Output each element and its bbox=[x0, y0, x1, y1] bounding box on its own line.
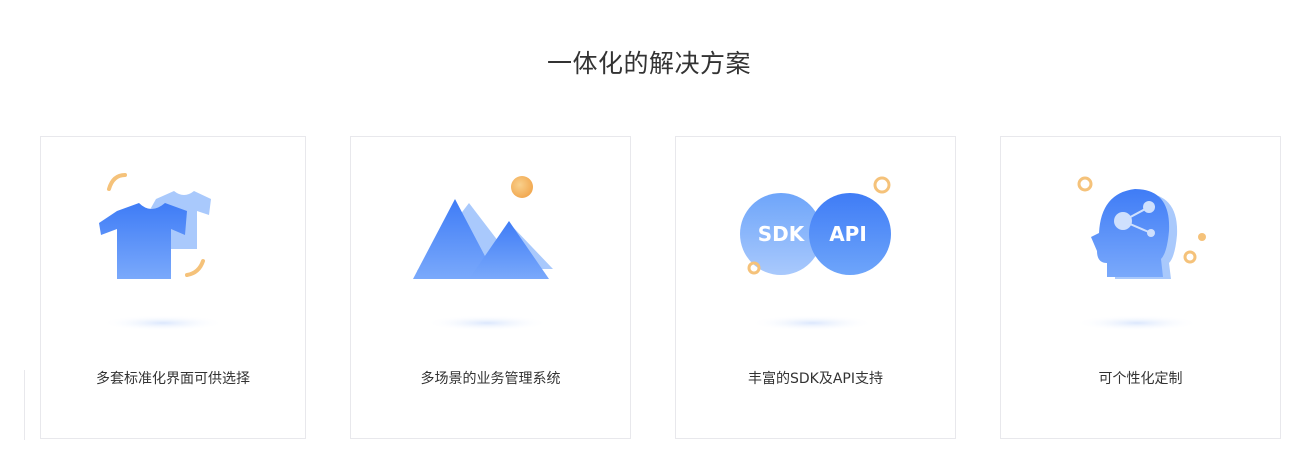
api-badge: API bbox=[829, 222, 867, 246]
sdk-badge: SDK bbox=[758, 222, 806, 246]
card-label: 多场景的业务管理系统 bbox=[420, 371, 561, 387]
card-label: 多套标准化界面可供选择 bbox=[96, 371, 250, 387]
sdk-api-icon: SDK API bbox=[740, 176, 891, 331]
tshirt-icon bbox=[99, 173, 225, 331]
section-title: 一体化的解决方案 bbox=[546, 49, 751, 78]
feature-card-business-systems[interactable]: 多场景的业务管理系统 bbox=[350, 136, 631, 439]
card-label: 可个性化定制 bbox=[1098, 371, 1183, 387]
feature-card-customization[interactable]: 可个性化定制 bbox=[1000, 136, 1281, 439]
feature-card-sdk-api[interactable]: SDK API 丰富的SDK及API支持 bbox=[675, 136, 956, 439]
mountain-icon bbox=[413, 176, 553, 331]
feature-card-ui-templates[interactable]: 多套标准化界面可供选择 bbox=[40, 136, 306, 439]
card-label: 丰富的SDK及API支持 bbox=[748, 371, 883, 387]
head-profile-icon bbox=[1075, 176, 1206, 331]
divider bbox=[24, 370, 25, 440]
